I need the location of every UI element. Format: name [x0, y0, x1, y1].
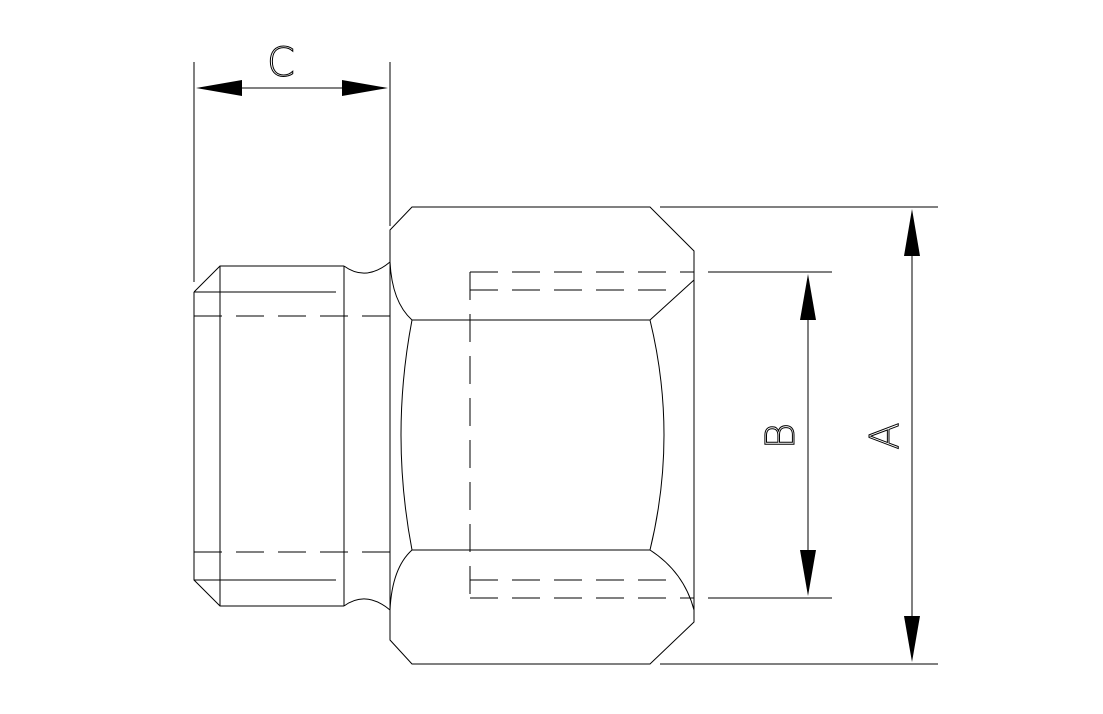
hidden-bore: [469, 271, 694, 599]
dimension-c: C: [193, 40, 391, 282]
hex-body: [389, 206, 695, 665]
male-thread-end: [193, 265, 390, 607]
undercut-groove: [343, 261, 391, 611]
dimension-b: B: [708, 271, 832, 599]
dimension-label-c: C: [267, 40, 295, 86]
dimension-label-b: B: [758, 423, 804, 449]
dimension-a: A: [660, 206, 938, 665]
dimension-label-a: A: [862, 422, 908, 449]
